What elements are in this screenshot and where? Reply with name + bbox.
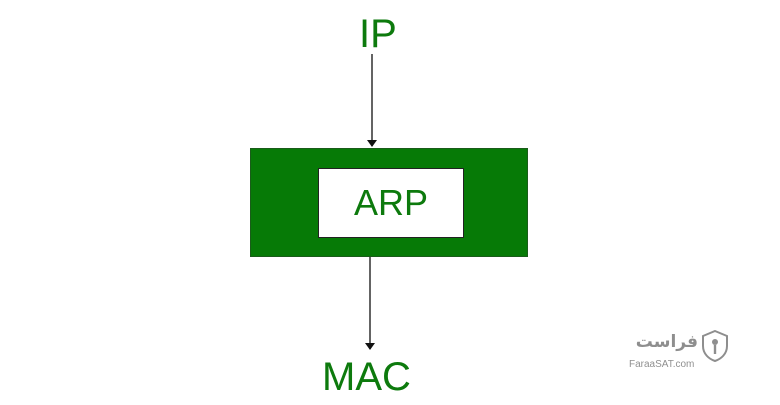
- watermark-url: FaraaSAT.com: [629, 359, 695, 370]
- watermark: فراست FaraaSAT.com: [628, 330, 728, 375]
- mac-label: MAC: [322, 355, 411, 399]
- arp-label: ARP: [353, 182, 429, 223]
- shield-icon: [702, 330, 728, 362]
- ip-label: IP: [359, 12, 397, 56]
- arp-block: ARP: [250, 148, 528, 257]
- arp-inner-box: ARP: [318, 168, 464, 238]
- watermark-brand: فراست: [635, 332, 698, 352]
